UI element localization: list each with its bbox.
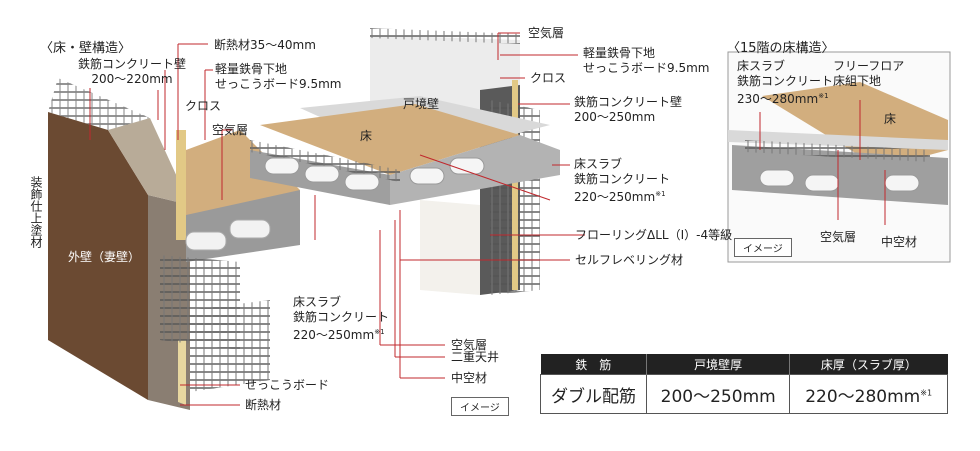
- label-hollow-bottom: 中空材: [451, 371, 488, 385]
- label-light-steel-right: 軽量鉄骨下地せっこうボード9.5mm: [583, 46, 710, 75]
- image-tag-inset: イメージ: [734, 238, 792, 257]
- label-exterior-wall: 外壁（妻壁）: [68, 250, 141, 264]
- spec-table: 鉄 筋 戸境壁厚 床厚（スラブ厚） ダブル配筋 200〜250mm 220〜28…: [539, 354, 948, 414]
- label-inset-free-floor: フリーフロア床組下地: [833, 59, 905, 88]
- label-inset-slab: 床スラブ 鉄筋コンクリート 230〜280mm※1: [737, 59, 834, 106]
- hollow-cylinders: [264, 157, 485, 191]
- spec-value-rebar: ダブル配筋: [539, 374, 648, 414]
- inset-title: 〈15階の床構造〉: [727, 41, 835, 56]
- label-flooring: フローリングΔLL（Ⅰ）-4等級: [575, 228, 733, 242]
- floor-slab: [250, 96, 560, 205]
- label-insulation-bottom: 断熱材: [245, 398, 282, 412]
- left-floor-segment: [160, 130, 300, 392]
- label-floor: 床: [360, 129, 373, 143]
- spec-header-rebar: 鉄 筋: [540, 354, 647, 375]
- label-inset-floor: 床: [884, 112, 897, 126]
- label-air-layer-top: 空気層: [528, 26, 565, 40]
- label-party-wall: 戸境壁: [403, 97, 440, 111]
- spec-value-party-wall: 200〜250mm: [646, 374, 791, 414]
- spec-header-floor-thickness: 床厚（スラブ厚）: [789, 354, 948, 375]
- label-air-layer-left: 空気層: [212, 123, 249, 137]
- spec-header-party-wall: 戸境壁厚: [646, 354, 790, 375]
- spec-value-row: ダブル配筋 200〜250mm 220〜280mm※1: [539, 374, 948, 414]
- label-insulation-top: 断熱材35〜40mm: [214, 38, 316, 52]
- label-exterior-finish: 装飾仕上塗材: [29, 176, 43, 248]
- label-self-leveling: セルフレベリング材: [575, 253, 684, 267]
- label-light-steel-left: 軽量鉄骨下地せっこうボード9.5mm: [215, 62, 342, 91]
- label-inset-hollow: 中空材: [881, 235, 918, 249]
- spec-header-row: 鉄 筋 戸境壁厚 床厚（スラブ厚）: [540, 354, 948, 375]
- label-gypsum-bottom: せっこうボード: [245, 378, 330, 392]
- image-tag-main: イメージ: [451, 397, 509, 416]
- label-inset-air: 空気層: [820, 230, 857, 244]
- label-air-layer-bottom: 空気層: [451, 338, 488, 352]
- label-floor-slab-right: 床スラブ 鉄筋コンクリート 220〜250mm※1: [574, 157, 671, 204]
- label-floor-slab-left: 床スラブ 鉄筋コンクリート 220〜250mm※1: [293, 295, 390, 342]
- label-cloth-left: クロス: [185, 99, 222, 113]
- spec-value-floor-thickness: 220〜280mm※1: [789, 374, 948, 414]
- label-cloth-right: クロス: [530, 71, 567, 85]
- label-double-ceiling: 二重天井: [451, 350, 500, 364]
- leader-lines: [89, 32, 886, 406]
- main-title: 〈床・壁構造〉: [40, 41, 132, 56]
- exterior-wall-block: [48, 78, 190, 410]
